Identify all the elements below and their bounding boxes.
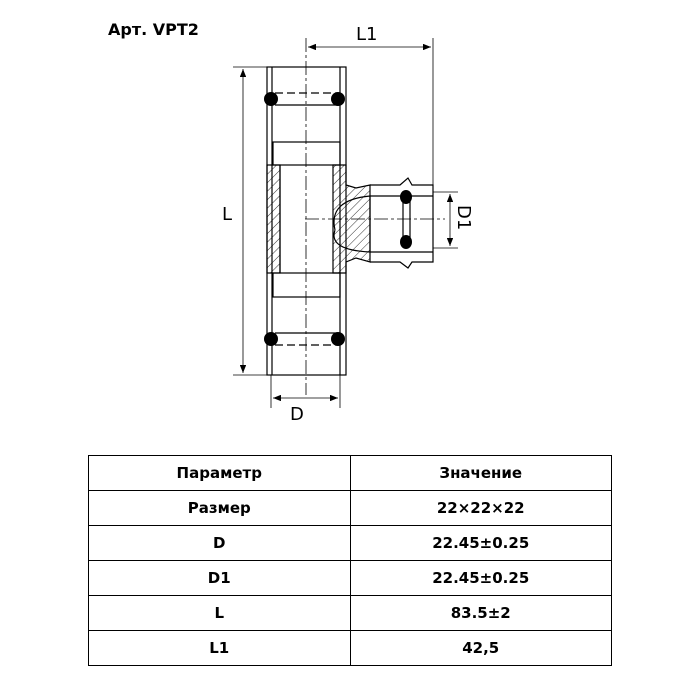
header-parameter: Параметр [88,455,351,491]
tee-fitting-drawing: L L1 D D1 [222,24,474,425]
dimension-label-d1: D1 [453,205,474,230]
dimension-label-d: D [290,404,304,425]
value-cell: 83.5±2 [349,595,612,631]
value-cell: 42,5 [349,630,612,666]
param-cell: D [88,525,351,561]
value-cell: 22.45±0.25 [349,560,612,596]
value-cell: 22×22×22 [349,490,612,526]
article-title: Арт. VPT2 [108,20,199,39]
param-cell: L [88,595,351,631]
param-cell: D1 [88,560,351,596]
value-cell: 22.45±0.25 [349,525,612,561]
param-cell: L1 [88,630,351,666]
header-value: Значение [349,455,612,491]
dimension-label-l1: L1 [356,24,377,45]
table-header-row: Параметр Значение [88,455,612,491]
dimension-label-l: L [222,204,232,225]
param-cell: Размер [88,490,351,526]
